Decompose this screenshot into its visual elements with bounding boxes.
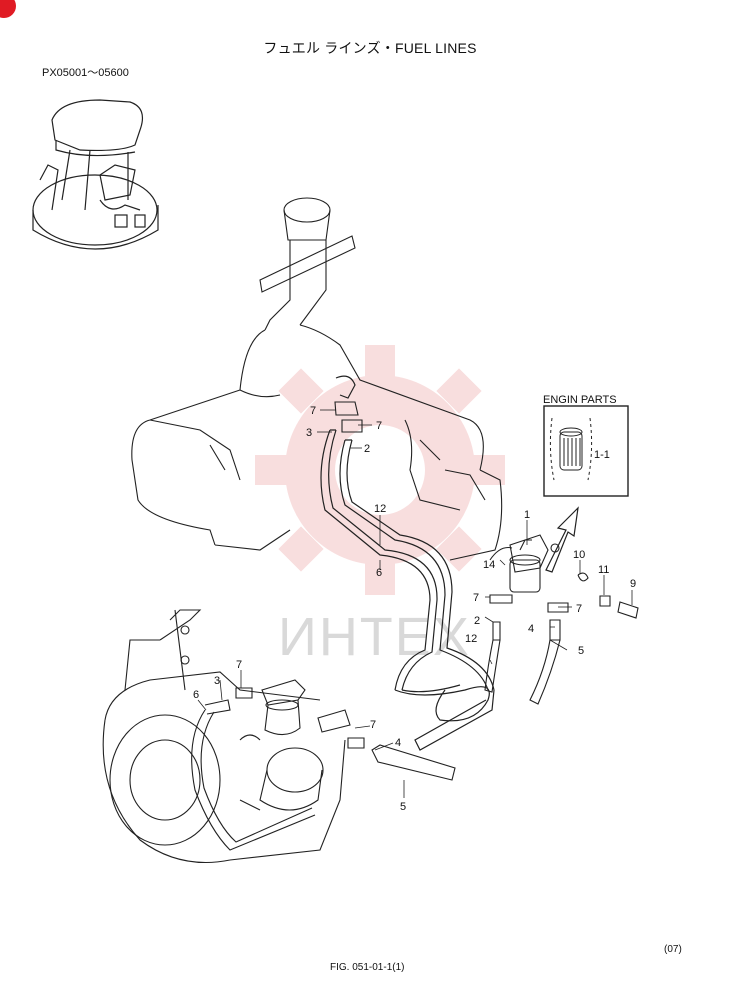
callout-7: 7 (236, 659, 242, 671)
watermark-gear (255, 345, 505, 595)
callout-3: 3 (306, 427, 312, 439)
callout-1-1: 1-1 (594, 449, 610, 461)
watermark-text: ИНТЕХ (278, 607, 471, 667)
engine-side-filter (191, 679, 456, 851)
callout-7: 7 (376, 420, 382, 432)
engine-block (102, 609, 346, 863)
callout-2: 2 (474, 615, 480, 627)
hose-12-and-5 (484, 619, 561, 705)
callout-12: 12 (374, 503, 386, 515)
figure-id: FIG. 051-01-1(1) (330, 962, 405, 973)
fuel-hose-pair (320, 375, 495, 751)
callout-11: 11 (598, 564, 609, 576)
callout-9: 9 (630, 578, 636, 590)
callout-10: 10 (573, 549, 585, 561)
callout-7: 7 (576, 603, 582, 615)
callout-2: 2 (364, 443, 370, 455)
callout-5: 5 (400, 801, 406, 813)
callout-7: 7 (370, 719, 376, 731)
callout-labels: 1 2 2 3 3 4 4 5 5 6 6 7 7 7 7 7 7 9 10 1… (193, 405, 636, 813)
page-title: フュエル ラインズ・FUEL LINES (263, 40, 477, 56)
callout-4: 4 (395, 737, 401, 749)
callout-leaders (197, 409, 633, 798)
callout-1: 1 (524, 509, 530, 521)
reference-arrow (545, 506, 579, 573)
callout-14: 14 (483, 559, 495, 571)
serial-range: PX05001～05600 (42, 67, 129, 79)
callout-6: 6 (193, 689, 199, 701)
callout-4: 4 (528, 623, 534, 635)
hose-clamps-tank (334, 401, 363, 433)
callout-7: 7 (473, 592, 479, 604)
corner-badge (0, 0, 16, 18)
page-number: (07) (664, 944, 682, 955)
fuel-filter (489, 534, 639, 619)
fuel-tank (131, 197, 503, 561)
callout-7: 7 (310, 405, 316, 417)
callout-12: 12 (465, 633, 477, 645)
callout-3: 3 (214, 675, 220, 687)
engine-parts-box: ENGIN PARTS 1-1 (543, 394, 629, 497)
callout-5: 5 (578, 645, 584, 657)
engine-parts-title: ENGIN PARTS (543, 394, 617, 406)
callout-6: 6 (376, 567, 382, 579)
machine-overview-inset (32, 99, 159, 250)
